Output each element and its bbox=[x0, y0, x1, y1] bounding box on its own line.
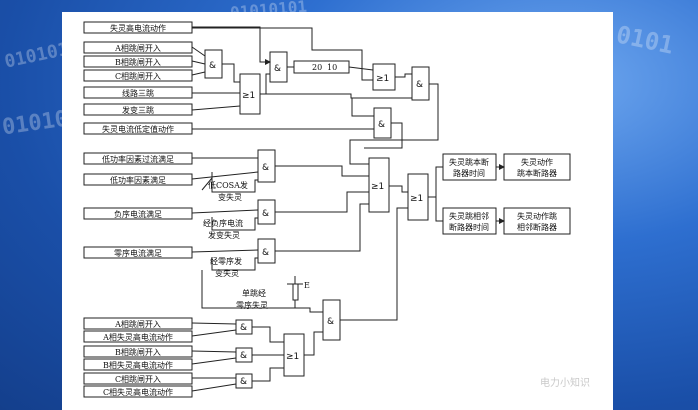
logic-diagram: 失灵高电流动作 A相跳闸开入 B相跳闸开入 C相跳闸开入 线路三跳 发变三跳 失… bbox=[83, 21, 590, 398]
e-element bbox=[292, 283, 299, 301]
action-adj-line-1: 失灵动作跳 bbox=[517, 211, 557, 221]
gate-symbol-and: & bbox=[262, 163, 269, 173]
action-adj-line-2: 相邻断路器 bbox=[517, 222, 557, 232]
gate-symbol-and: & bbox=[240, 351, 247, 361]
gate-symbol-and: & bbox=[327, 317, 334, 327]
label-b-high: B相失灵高电流动作 bbox=[103, 360, 173, 370]
e-label: E bbox=[304, 281, 310, 290]
gate-symbol-and: & bbox=[209, 61, 216, 71]
gate-symbol-or: ≥1 bbox=[410, 194, 423, 204]
timer-t1: 20 bbox=[312, 63, 322, 72]
switch-label-zero-1: 经零序发 bbox=[210, 256, 242, 266]
switch-label-cosa-1: 低COSA发 bbox=[208, 180, 248, 190]
input-box-c-high bbox=[83, 385, 193, 398]
timer-adj-line-1: 失灵跳相邻 bbox=[449, 211, 489, 221]
timer-own-line-1: 失灵跳本断 bbox=[449, 157, 489, 167]
input-box-c-open bbox=[83, 69, 193, 82]
gate-symbol-and: & bbox=[262, 209, 269, 219]
label-c-open: C相跳闸开入 bbox=[115, 71, 161, 81]
gate-symbol-and: & bbox=[416, 80, 423, 90]
input-box-neg-seq bbox=[83, 207, 193, 220]
watermark: 电力小知识 bbox=[540, 376, 590, 389]
switch-label-neg-1: 经负序电流 bbox=[203, 218, 243, 228]
switch-label-zero-2: 变失灵 bbox=[215, 268, 239, 278]
input-box-lowpf bbox=[83, 173, 193, 186]
label-a-open-2: A相跳闸开入 bbox=[114, 319, 161, 329]
label-zero-seq: 零序电流满足 bbox=[114, 248, 162, 258]
label-low-fixed: 失灵电流低定值动作 bbox=[102, 124, 174, 134]
gate-symbol-or: ≥1 bbox=[371, 182, 384, 192]
gate-symbol-or: ≥1 bbox=[242, 91, 255, 101]
gate-symbol-and: & bbox=[262, 248, 269, 258]
gate-symbol-or: ≥1 bbox=[376, 74, 389, 84]
input-box-b-high bbox=[83, 358, 193, 371]
label-line-trip: 线路三跳 bbox=[122, 88, 154, 98]
action-own-line-2: 跳本断路器 bbox=[517, 168, 557, 178]
switch-label-single-1: 单跳经 bbox=[242, 288, 266, 298]
gate-symbol-or: ≥1 bbox=[286, 352, 299, 362]
gate-symbol-and: & bbox=[240, 377, 247, 387]
label-c-open-2: C相跳闸开入 bbox=[115, 374, 161, 384]
label-neg-seq: 负序电流满足 bbox=[114, 209, 162, 219]
label-b-open-2: B相跳闸开入 bbox=[115, 347, 161, 357]
label-lowpf-over: 低功率因素过流满足 bbox=[102, 154, 174, 164]
label-shiling-gao: 失灵高电流动作 bbox=[110, 23, 166, 33]
binary-text: 0101 bbox=[613, 20, 677, 60]
label-a-high: A相失灵高电流动作 bbox=[102, 332, 173, 342]
diagram-paper bbox=[62, 12, 613, 410]
label-trans-trip: 发变三跳 bbox=[122, 105, 154, 115]
gate-symbol-and: & bbox=[378, 120, 385, 130]
label-a-open: A相跳闸开入 bbox=[114, 43, 161, 53]
action-own-line-1: 失灵动作 bbox=[521, 157, 553, 167]
input-box-a-high bbox=[83, 330, 193, 343]
label-lowpf: 低功率因素满足 bbox=[110, 175, 166, 185]
switch-label-single-2: 零序失灵 bbox=[236, 300, 268, 310]
label-c-high: C相失灵高电流动作 bbox=[103, 387, 173, 397]
gate-or-3 bbox=[368, 157, 390, 213]
timer-adj-line-2: 断路器时间 bbox=[449, 222, 489, 232]
input-box-zero-seq bbox=[83, 246, 193, 259]
gate-symbol-and: & bbox=[274, 64, 281, 74]
gate-symbol-and: & bbox=[240, 323, 247, 333]
label-b-open: B相跳闸开入 bbox=[115, 57, 161, 67]
timer-t2: 10 bbox=[327, 63, 337, 72]
switch-label-neg-2: 发变失灵 bbox=[208, 230, 240, 240]
switch-label-cosa-2: 变失灵 bbox=[218, 192, 242, 202]
timer-own-line-2: 路器时间 bbox=[453, 168, 485, 178]
